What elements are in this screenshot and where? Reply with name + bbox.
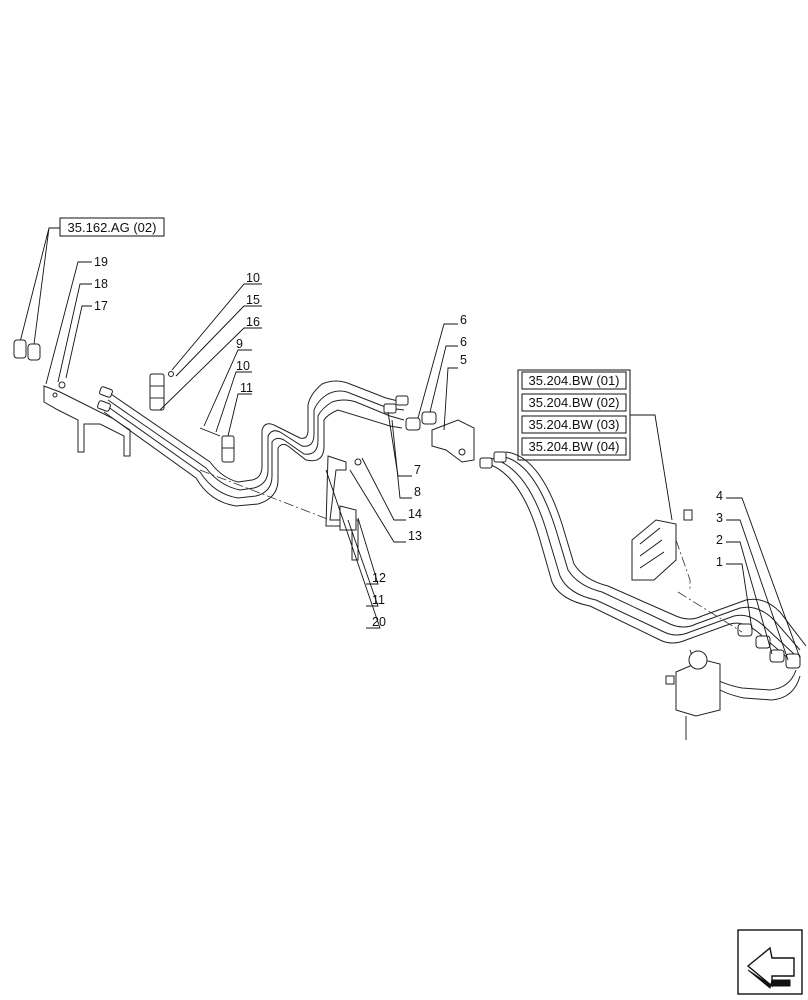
callout-14: 14 xyxy=(408,507,422,521)
reference-box-group-35-204-bw: 35.204.BW (01) 35.204.BW (02) 35.204.BW … xyxy=(517,369,631,461)
svg-text:35.204.BW (03): 35.204.BW (03) xyxy=(528,417,619,432)
pipe-clamp-lower xyxy=(199,427,235,463)
callout-20: 20 xyxy=(372,615,386,629)
left-fittings-assembly xyxy=(13,339,131,457)
callout-16: 16 xyxy=(246,315,260,329)
callout-8: 8 xyxy=(414,485,421,499)
center-support-bracket xyxy=(325,455,362,561)
callout-9: 9 xyxy=(236,337,243,351)
callout-1: 1 xyxy=(716,555,723,569)
callout-3: 3 xyxy=(716,511,723,525)
navigation-arrow-icon[interactable] xyxy=(737,929,803,995)
reference-box-35-162-ag[interactable]: 35.162.AG (02) xyxy=(59,217,165,237)
pipe-clamp-upper xyxy=(149,371,174,411)
callout-7: 7 xyxy=(414,463,421,477)
reference-box-35-204-bw-01[interactable]: 35.204.BW (01) xyxy=(521,371,627,390)
callout-leaders xyxy=(45,261,801,661)
left-hydraulic-pipe-pair xyxy=(97,380,409,507)
reference-box-35-204-bw-02[interactable]: 35.204.BW (02) xyxy=(521,393,627,412)
callout-13: 13 xyxy=(408,529,422,543)
callout-15: 15 xyxy=(246,293,260,307)
callout-19: 19 xyxy=(94,255,108,269)
svg-text:35.162.AG (02): 35.162.AG (02) xyxy=(68,220,157,235)
callout-11-upper: 11 xyxy=(240,381,253,395)
svg-text:35.204.BW (04): 35.204.BW (04) xyxy=(528,439,619,454)
callout-4: 4 xyxy=(716,489,723,503)
callout-6-lower: 6 xyxy=(460,335,467,349)
right-mounting-bracket xyxy=(405,411,475,463)
callout-10-upper: 10 xyxy=(246,271,260,285)
callout-2: 2 xyxy=(716,533,723,547)
svg-text:35.204.BW (02): 35.204.BW (02) xyxy=(528,395,619,410)
reference-box-35-204-bw-04[interactable]: 35.204.BW (04) xyxy=(521,437,627,456)
callout-17: 17 xyxy=(94,299,108,313)
callout-6-upper: 6 xyxy=(460,313,467,327)
callout-labels: 19 18 17 10 15 16 9 10 11 6 6 5 7 8 14 1… xyxy=(94,255,723,629)
reference-box-35-204-bw-03[interactable]: 35.204.BW (03) xyxy=(521,415,627,434)
control-valve-block xyxy=(631,509,693,590)
callout-11-lower: 11 xyxy=(372,593,385,607)
callout-18: 18 xyxy=(94,277,108,291)
svg-text:35.204.BW (01): 35.204.BW (01) xyxy=(528,373,619,388)
lower-valve-body xyxy=(665,650,721,740)
callout-5: 5 xyxy=(460,353,467,367)
callout-12: 12 xyxy=(372,571,386,585)
callout-10-lower: 10 xyxy=(236,359,250,373)
